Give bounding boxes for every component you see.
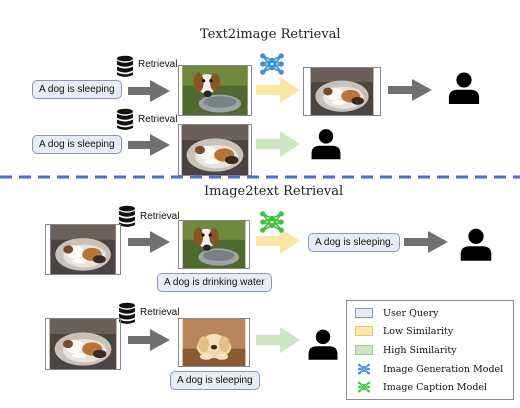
low-similarity-swatch	[355, 326, 373, 336]
legend-label: High Similarity	[383, 344, 457, 356]
user-query-box: A dog is sleeping	[32, 80, 122, 99]
user-query-swatch	[355, 308, 373, 318]
low-similarity-arrow	[256, 77, 300, 103]
legend-item-image-generation-model: Image Generation Model	[355, 362, 503, 376]
database-icon	[116, 55, 134, 78]
retrieval-label: Retrieval	[138, 59, 178, 70]
section-title-text2image: Text2image Retrieval	[200, 27, 341, 42]
user-icon	[306, 328, 340, 361]
high-similarity-arrow	[256, 131, 300, 157]
legend-label: Low Similarity	[383, 325, 454, 337]
legend-label: User Query	[383, 307, 439, 319]
query-image-sleeping-dogs	[45, 224, 121, 275]
gray-arrow	[128, 329, 170, 351]
retrieved-image-drinking-dog	[178, 65, 252, 116]
generated-caption-box: A dog is sleeping.	[308, 233, 401, 252]
user-icon	[446, 72, 482, 104]
retrieved-caption-box: A dog is sleeping	[170, 371, 260, 390]
retrieval-label: Retrieval	[140, 211, 180, 222]
gray-arrow	[404, 231, 448, 253]
image-caption-model-icon	[355, 380, 373, 394]
gray-arrow	[388, 79, 432, 101]
user-query-box: A dog is sleeping	[32, 135, 122, 154]
retrieval-label: Retrieval	[138, 114, 178, 125]
section-title-image2text: Image2text Retrieval	[204, 184, 344, 199]
legend-label: Image Caption Model	[383, 381, 488, 393]
legend-label: Image Generation Model	[383, 363, 504, 375]
image-generation-model-icon	[355, 362, 373, 376]
retrieved-caption-box: A dog is drinking water	[157, 273, 272, 292]
low-similarity-arrow	[256, 228, 300, 254]
legend-item-high-similarity: High Similarity	[355, 343, 457, 357]
legend-item-user-query: User Query	[355, 306, 439, 320]
query-image-sleeping-dogs	[45, 318, 121, 370]
retrieval-label: Retrieval	[140, 307, 180, 318]
generated-image-sleeping-dogs	[303, 67, 381, 116]
high-similarity-arrow	[256, 327, 300, 353]
legend: User Query Low Similarity High Similarit…	[346, 300, 514, 400]
retrieved-image-sleeping-dogs	[178, 124, 252, 176]
high-similarity-swatch	[355, 345, 373, 355]
gray-arrow	[128, 231, 170, 253]
retrieved-image-resting-dog	[178, 318, 250, 367]
legend-item-image-caption-model: Image Caption Model	[355, 380, 487, 394]
user-icon	[309, 128, 343, 160]
gray-arrow	[128, 134, 170, 156]
image-caption-model-icon	[258, 206, 286, 238]
user-icon	[458, 228, 494, 261]
database-icon	[116, 108, 134, 131]
gray-arrow	[128, 80, 170, 102]
section-divider	[0, 175, 520, 179]
retrieved-image-drinking-dog	[178, 220, 250, 269]
image-generation-model-icon	[258, 48, 286, 80]
legend-item-low-similarity: Low Similarity	[355, 324, 453, 338]
